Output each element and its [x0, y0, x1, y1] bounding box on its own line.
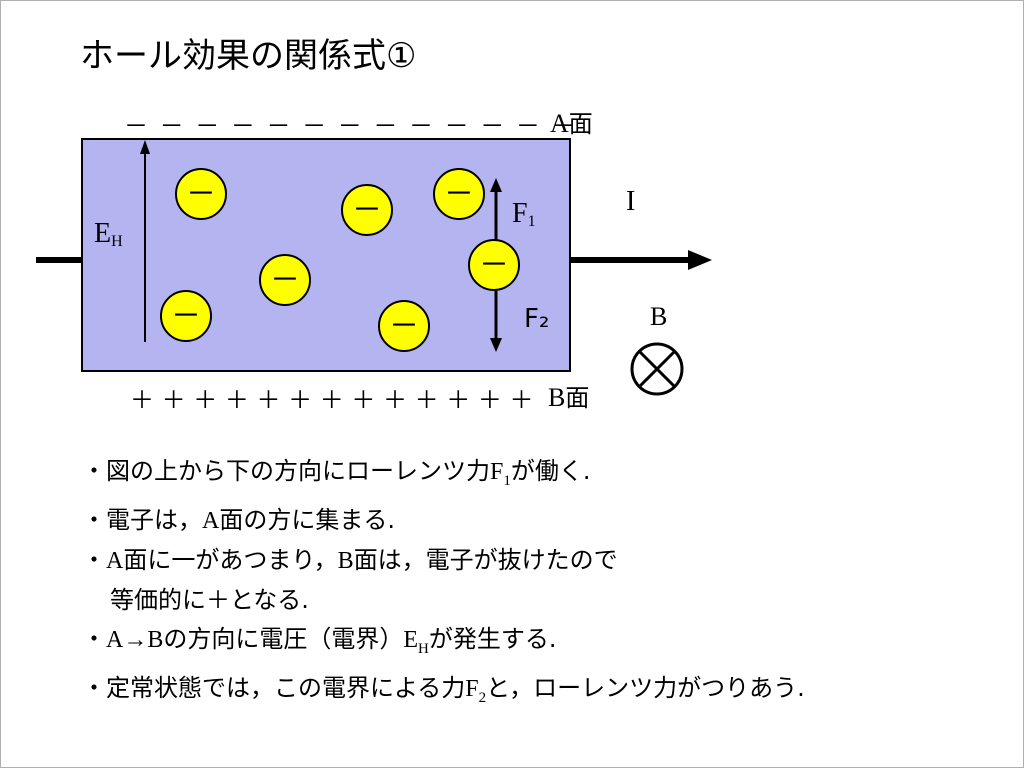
- bullet-text: ・: [82, 624, 106, 653]
- f1-label-main: F: [512, 198, 528, 229]
- bullet-text: ・図の上から下の方向にローレンツ力: [82, 457, 490, 485]
- face-b-kanji: 面: [565, 384, 590, 412]
- symbol-b: B: [337, 547, 354, 574]
- bullet-text: 面に一があつまり，: [123, 545, 338, 574]
- face-b-label: B面: [548, 378, 589, 413]
- bullet-text: ・電子は，: [82, 505, 202, 534]
- page-title: ホール効果の関係式①: [80, 36, 417, 76]
- face-a-letter: A: [550, 109, 569, 138]
- bullet-line: ・A→Bの方向に電圧（電界）EHが発生する.: [82, 620, 805, 669]
- electron: －: [341, 184, 393, 236]
- eh-label-main: E: [94, 218, 112, 249]
- bullet-text: 面は，電子が抜けたので: [353, 545, 618, 574]
- eh-label-sub: H: [111, 233, 123, 250]
- electron: －: [175, 168, 227, 220]
- magnetic-field-label: B: [650, 302, 668, 331]
- negative-charge-row: － － － － － － － － － － － － －: [124, 112, 578, 140]
- electron-symbol: －: [352, 193, 382, 228]
- symbol-f: F: [490, 459, 504, 485]
- symbol-f: F: [465, 675, 479, 702]
- electron: －: [259, 254, 311, 306]
- symbol-a: A: [202, 507, 220, 534]
- into-page-cross-circle-icon: [630, 342, 684, 396]
- bullet-text: と，ローレンツ力がつりあう.: [486, 673, 805, 702]
- electron-symbol: －: [479, 248, 509, 283]
- symbol-e: E: [403, 626, 419, 653]
- bullet-line: ・A面に一があつまり，B面は，電子が抜けたので: [82, 541, 805, 581]
- positive-charge-row: ＋ ＋ ＋ ＋ ＋ ＋ ＋ ＋ ＋ ＋ ＋ ＋ ＋: [130, 386, 534, 414]
- bullet-text: ・定常状態では，この電界による力: [82, 673, 466, 702]
- face-a-label: A面: [550, 104, 593, 139]
- f1-label: F1: [512, 198, 536, 231]
- electron-symbol: －: [186, 177, 216, 212]
- bullet-line: 等価的に＋となる.: [82, 581, 805, 620]
- electron: －: [433, 168, 485, 220]
- symbol-sub: H: [418, 640, 429, 657]
- current-arrow-icon: [688, 250, 712, 270]
- bullet-text: が働く.: [510, 457, 591, 485]
- bullet-line: ・定常状態では，この電界による力F2と，ローレンツ力がつりあう.: [82, 669, 805, 718]
- bullet-text: 等価的に＋となる.: [110, 585, 309, 614]
- bullet-text: が発生する.: [428, 624, 557, 653]
- bullet-text: の方向に電圧（電界）: [163, 624, 404, 653]
- f1-label-sub: 1: [527, 213, 536, 230]
- electron: －: [468, 239, 520, 291]
- face-a-kanji: 面: [568, 110, 593, 138]
- symbol-a-to-b: A→B: [106, 626, 164, 653]
- arrow-up-icon: [140, 140, 150, 154]
- bullet-text: ・: [82, 545, 106, 574]
- f2-label: F₂: [524, 304, 550, 334]
- current-label: I: [626, 186, 636, 217]
- electron-symbol: －: [171, 299, 201, 334]
- symbol-sub: 1: [503, 472, 511, 489]
- face-b-letter: B: [548, 383, 566, 412]
- bullet-text: 面の方に集まる.: [219, 505, 395, 534]
- electron-symbol: －: [270, 263, 300, 298]
- arrow-up-icon: [490, 178, 502, 192]
- bullet-line: ・図の上から下の方向にローレンツ力F1が働く.: [82, 452, 805, 501]
- explanation-list: ・図の上から下の方向にローレンツ力F1が働く. ・電子は，A面の方に集まる. ・…: [82, 452, 805, 717]
- electron: －: [160, 290, 212, 342]
- arrow-down-icon: [490, 338, 502, 352]
- electron-symbol: －: [389, 309, 419, 344]
- eh-label: EH: [94, 218, 123, 251]
- bullet-line: ・電子は，A面の方に集まる.: [82, 501, 805, 541]
- electron: －: [378, 300, 430, 352]
- electron-symbol: －: [444, 177, 474, 212]
- symbol-sub: 2: [478, 689, 487, 706]
- symbol-a: A: [106, 547, 124, 574]
